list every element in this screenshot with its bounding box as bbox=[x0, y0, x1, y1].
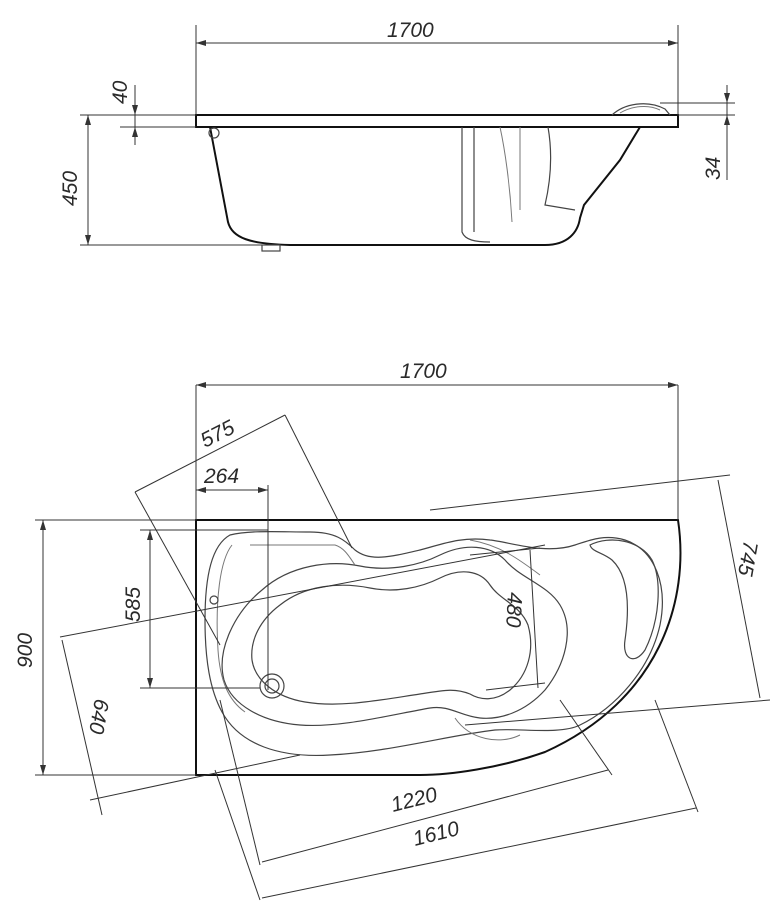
top-inner-480-label: 480 bbox=[501, 592, 526, 629]
side-view-tub-body bbox=[209, 126, 641, 246]
top-view-headrest bbox=[589, 539, 659, 660]
overflow-icon bbox=[209, 595, 219, 605]
side-rim-label: 40 bbox=[109, 80, 132, 104]
side-height-label: 450 bbox=[59, 171, 82, 206]
top-inner-1220-label: 1220 bbox=[389, 783, 440, 817]
side-length-label: 1700 bbox=[387, 19, 434, 42]
side-view-headrest bbox=[611, 103, 671, 116]
top-depth-585-label: 585 bbox=[122, 587, 145, 622]
top-diag-575-label: 575 bbox=[197, 416, 239, 453]
top-length-label: 1700 bbox=[400, 360, 447, 383]
top-offset-264-label: 264 bbox=[203, 465, 239, 488]
side-view: 1700 40 450 34 bbox=[59, 19, 735, 252]
top-outer-1610-label: 1610 bbox=[411, 817, 462, 851]
top-view-outline bbox=[195, 519, 682, 776]
top-view-basin-outer bbox=[221, 546, 568, 727]
side-view-rim bbox=[195, 114, 679, 128]
top-left-640-label: 640 bbox=[84, 697, 113, 736]
top-view-inner-rim bbox=[204, 531, 663, 757]
side-headrest-label: 34 bbox=[702, 157, 725, 180]
top-view-basin-inner bbox=[251, 571, 532, 705]
top-right-745-label: 745 bbox=[733, 539, 762, 578]
top-view: 1700 264 575 585 900 480 bbox=[14, 360, 771, 901]
drain-icon bbox=[259, 673, 285, 699]
top-width-900-label: 900 bbox=[14, 633, 37, 668]
